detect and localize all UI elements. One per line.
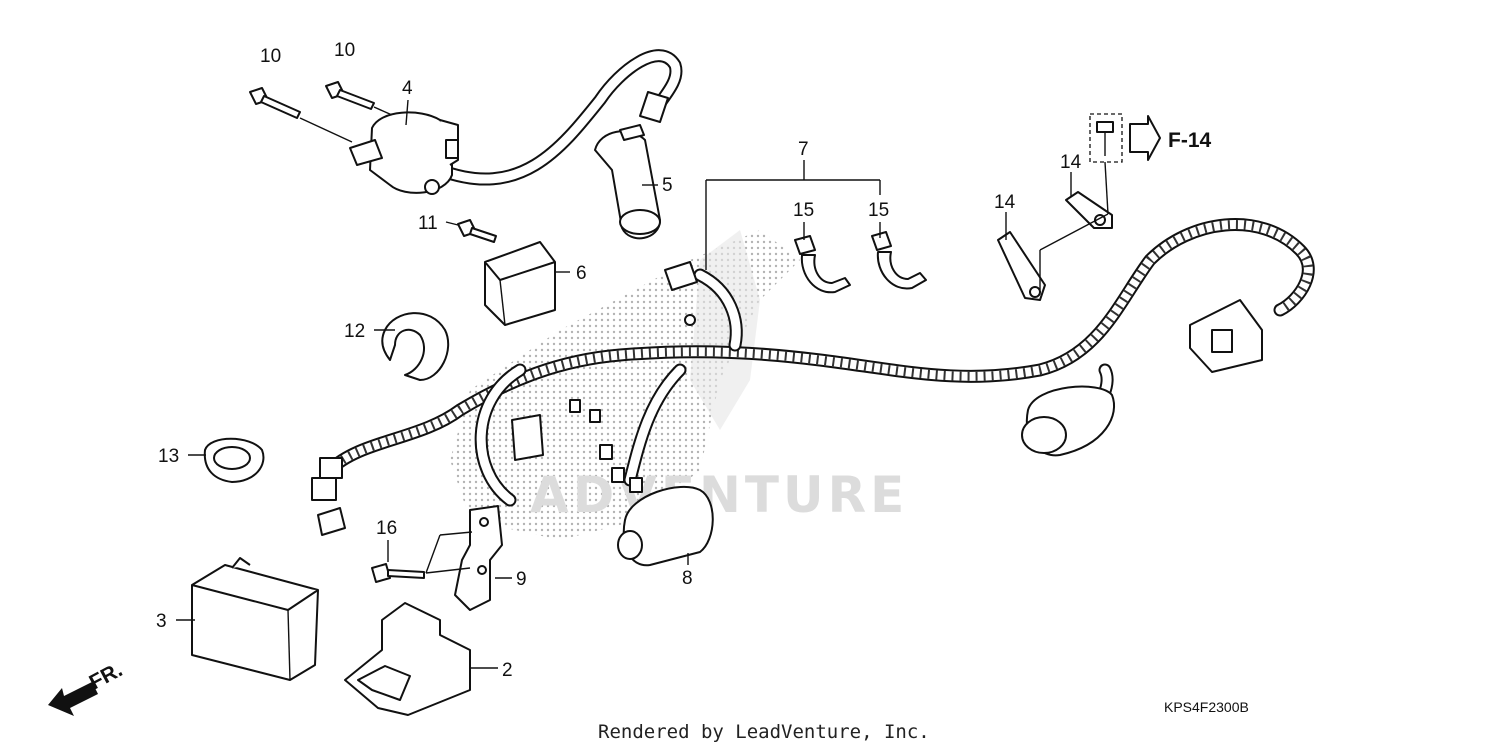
bolt-11 bbox=[457, 219, 497, 243]
credit-text: Rendered by LeadVenture, Inc. bbox=[598, 721, 930, 743]
clamp-15-left bbox=[794, 235, 851, 294]
label-14-right: 14 bbox=[1060, 152, 1082, 173]
label-12: 12 bbox=[344, 321, 365, 342]
clamp-14-right bbox=[1065, 191, 1113, 229]
leader-lines bbox=[176, 99, 1109, 669]
label-9: 9 bbox=[516, 569, 527, 590]
label-16: 16 bbox=[376, 518, 397, 539]
bolt-16 bbox=[371, 563, 425, 583]
label-3: 3 bbox=[156, 611, 167, 632]
rubber-cover bbox=[344, 602, 471, 716]
bolt-10-right bbox=[325, 81, 393, 116]
part-labels: 10 10 4 5 11 6 12 13 7 15 15 14 14 16 9 … bbox=[156, 40, 1082, 681]
label-5: 5 bbox=[662, 175, 673, 196]
rubber-band bbox=[381, 312, 450, 381]
label-14-left: 14 bbox=[994, 192, 1016, 213]
clamp-14-left bbox=[997, 231, 1046, 301]
label-10-right: 10 bbox=[334, 40, 355, 61]
clamp-15-right bbox=[871, 231, 927, 290]
label-7: 7 bbox=[798, 139, 809, 160]
label-6: 6 bbox=[576, 263, 587, 284]
label-4: 4 bbox=[402, 78, 413, 99]
label-2: 2 bbox=[502, 660, 513, 681]
label-10-left: 10 bbox=[260, 46, 281, 67]
label-8: 8 bbox=[682, 568, 693, 589]
watermark-text: ADVENTURE bbox=[530, 466, 908, 524]
front-arrow: FR. bbox=[48, 658, 126, 716]
reference-f14: F-14 bbox=[1168, 129, 1212, 152]
label-15-right: 15 bbox=[868, 200, 889, 221]
bracket-9 bbox=[454, 505, 503, 611]
spark-plug-cap bbox=[594, 124, 661, 240]
label-15-left: 15 bbox=[793, 200, 814, 221]
diagram-code: KPS4F2300B bbox=[1164, 699, 1249, 715]
regulator-unit bbox=[484, 241, 556, 326]
label-11: 11 bbox=[418, 213, 438, 234]
clip-13 bbox=[203, 437, 265, 483]
condenser bbox=[617, 485, 714, 567]
ignition-coil bbox=[349, 49, 683, 195]
watermark: ADVENTURE bbox=[450, 230, 908, 540]
reference-bolt: F-14 bbox=[1089, 113, 1212, 163]
label-13: 13 bbox=[158, 446, 179, 467]
bolt-10-left bbox=[249, 87, 353, 143]
wire-harness bbox=[311, 218, 1315, 536]
cdi-unit bbox=[191, 557, 319, 681]
